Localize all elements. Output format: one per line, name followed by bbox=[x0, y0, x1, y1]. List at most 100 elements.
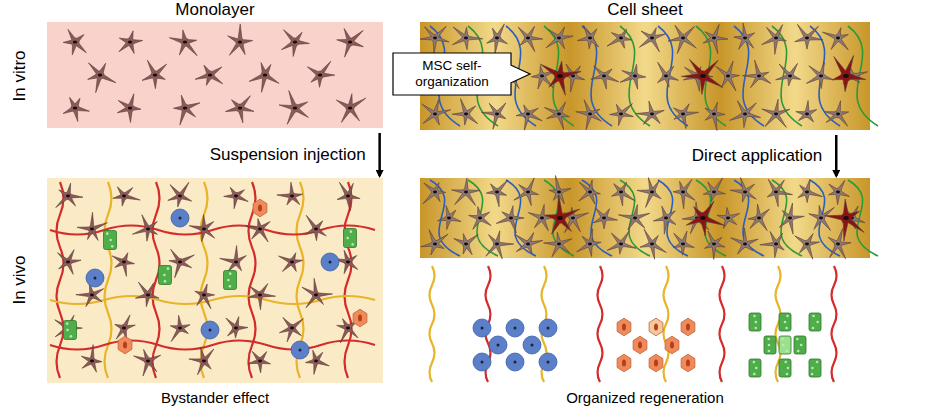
msc-cell bbox=[189, 347, 214, 375]
msc-cell bbox=[515, 233, 543, 254]
cell-nucleus bbox=[346, 327, 350, 330]
cell-nucleus bbox=[433, 113, 437, 116]
msc-cell bbox=[279, 91, 308, 125]
cell-nucleus bbox=[557, 216, 563, 220]
cell-nucleus bbox=[619, 113, 623, 116]
cell-nucleus bbox=[178, 327, 182, 330]
cell-nucleus bbox=[557, 74, 563, 78]
granule bbox=[755, 367, 758, 370]
msc-cell bbox=[806, 62, 833, 88]
orange-cell bbox=[118, 336, 132, 354]
cell-nucleus bbox=[348, 106, 352, 109]
msc-cell bbox=[169, 30, 197, 56]
msc-cell bbox=[703, 178, 725, 202]
cell-nucleus bbox=[314, 294, 318, 297]
cell-nucleus bbox=[619, 191, 623, 194]
cell-nucleus bbox=[654, 324, 658, 331]
blue-cell bbox=[321, 253, 339, 271]
cell-nucleus bbox=[836, 243, 840, 246]
cell-nucleus bbox=[843, 216, 849, 220]
orange-cell bbox=[649, 354, 663, 372]
msc-cell bbox=[454, 234, 478, 255]
panel-heading: Cell sheet bbox=[420, 0, 870, 20]
cell-nucleus bbox=[571, 217, 575, 220]
cell-nucleus bbox=[743, 191, 747, 194]
msc-cell bbox=[248, 284, 276, 310]
msc-cell bbox=[132, 215, 157, 242]
msc-cell bbox=[224, 187, 249, 208]
msc-cell bbox=[452, 178, 480, 206]
cell-nucleus bbox=[183, 40, 187, 43]
msc-cell bbox=[705, 231, 726, 260]
cell-nucleus bbox=[183, 106, 187, 109]
cell-nucleus bbox=[179, 217, 182, 220]
msc-cell bbox=[58, 250, 82, 275]
msc-cell bbox=[422, 100, 451, 125]
cell-nucleus bbox=[497, 344, 500, 347]
cell-nucleus bbox=[464, 191, 468, 194]
blue-cell bbox=[473, 319, 491, 337]
msc-cell bbox=[546, 27, 573, 49]
cell-nucleus bbox=[774, 191, 778, 194]
msc-cell bbox=[170, 315, 190, 341]
cell-nucleus bbox=[622, 360, 626, 367]
msc-cell bbox=[119, 31, 143, 54]
msc-cell bbox=[117, 94, 141, 123]
cell-nucleus bbox=[290, 195, 294, 198]
cell-nucleus bbox=[202, 294, 206, 297]
cell-nucleus bbox=[700, 216, 706, 220]
msc-cell bbox=[607, 29, 631, 48]
granule bbox=[351, 243, 354, 246]
granule bbox=[163, 274, 166, 277]
cell-nucleus bbox=[700, 74, 706, 78]
msc-cell bbox=[653, 206, 676, 234]
msc-cell bbox=[168, 182, 192, 207]
cell-nucleus bbox=[234, 261, 238, 264]
msc-cell bbox=[336, 94, 365, 123]
blue-cell bbox=[523, 336, 541, 354]
cell-nucleus bbox=[90, 228, 94, 231]
cell-nucleus bbox=[681, 243, 685, 246]
msc-cell bbox=[55, 315, 83, 340]
granule bbox=[811, 367, 814, 370]
cell-nucleus bbox=[774, 243, 778, 246]
cell-nucleus bbox=[514, 327, 517, 330]
cell-nucleus bbox=[743, 243, 747, 246]
msc-cell bbox=[302, 278, 333, 308]
orange-cell bbox=[633, 336, 647, 354]
cell-nucleus bbox=[654, 360, 658, 367]
msc-cell bbox=[246, 219, 270, 242]
cell-nucleus bbox=[318, 73, 322, 76]
flow-arrow bbox=[835, 135, 838, 176]
green-cell bbox=[224, 271, 237, 290]
blue-cell bbox=[506, 319, 524, 337]
cell-nucleus bbox=[314, 228, 318, 231]
cell-nucleus bbox=[557, 191, 561, 194]
cell-nucleus bbox=[299, 349, 302, 352]
cell-nucleus bbox=[314, 360, 318, 363]
cell-nucleus bbox=[478, 217, 482, 220]
cell-nucleus bbox=[447, 217, 451, 220]
msc-cell bbox=[189, 215, 214, 242]
msc-cell bbox=[674, 104, 699, 129]
green-cell bbox=[809, 313, 821, 331]
msc-cell bbox=[423, 183, 446, 204]
orange-cell bbox=[681, 354, 695, 372]
cell-nucleus bbox=[290, 261, 294, 264]
cell-nucleus bbox=[743, 37, 747, 40]
msc-cell bbox=[640, 229, 666, 259]
cell-nucleus bbox=[633, 75, 637, 78]
granule bbox=[754, 327, 757, 330]
cell-nucleus bbox=[90, 360, 94, 363]
flow-arrow bbox=[378, 133, 381, 176]
cell-nucleus bbox=[836, 37, 840, 40]
cell-nucleus bbox=[123, 342, 127, 349]
msc-cell bbox=[307, 61, 335, 87]
cell-nucleus bbox=[238, 40, 242, 43]
msc-cell bbox=[762, 99, 790, 127]
msc-cell bbox=[779, 203, 804, 234]
cell-nucleus bbox=[464, 243, 468, 246]
cell-nucleus bbox=[650, 37, 654, 40]
granule bbox=[781, 338, 784, 341]
granule bbox=[786, 315, 789, 318]
